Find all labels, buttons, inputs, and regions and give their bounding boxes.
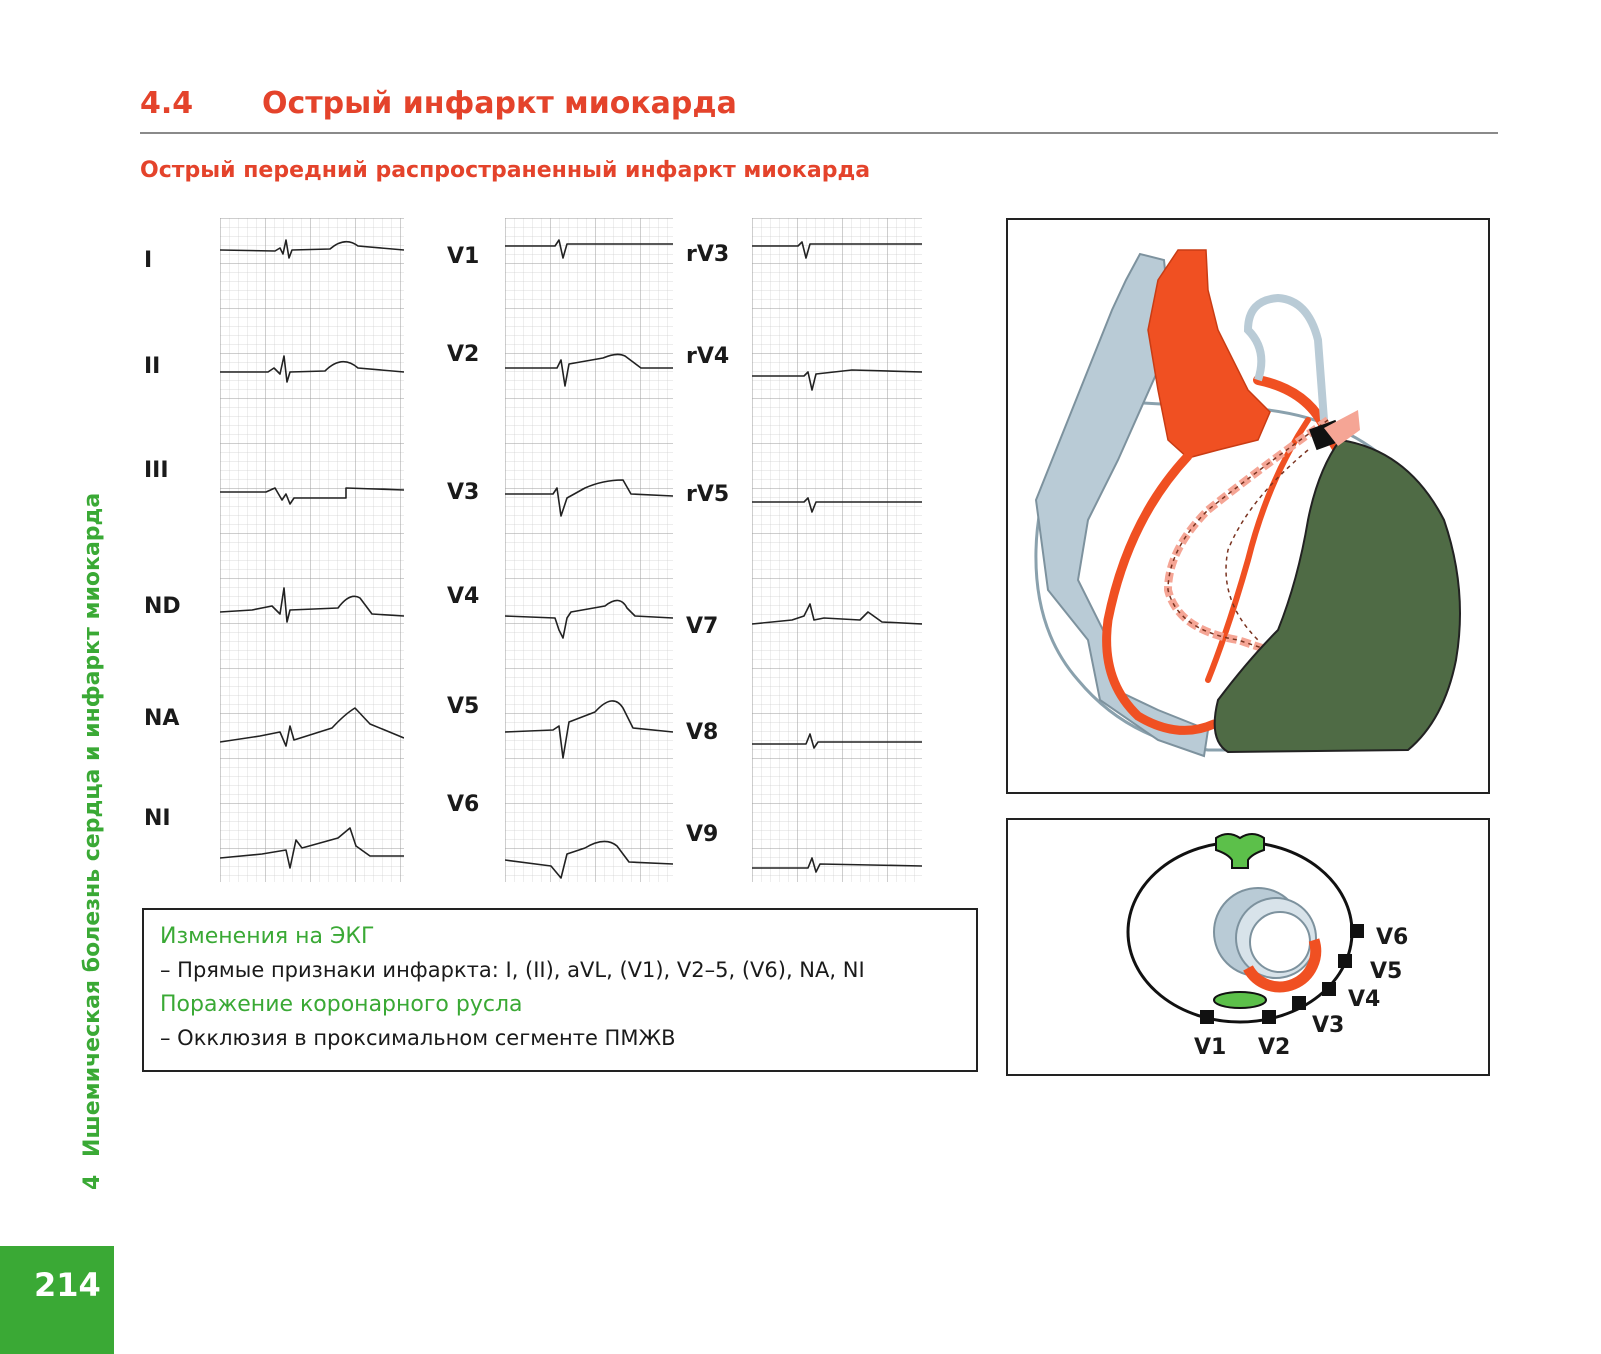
- coronary-heading: Поражение коронарного русла: [160, 992, 523, 1017]
- section-title: Острый инфаркт миокарда: [262, 86, 737, 121]
- lead-label-V3: V3: [447, 480, 480, 505]
- lead-label-V8: V8: [686, 720, 719, 745]
- electrode-label-V5: V5: [1370, 959, 1402, 984]
- lead-label-V1: V1: [447, 244, 480, 269]
- ecg-changes-heading: Изменения на ЭКГ: [160, 924, 375, 949]
- electrode-label-V4: V4: [1348, 987, 1380, 1012]
- chapter-title: Ишемическая болезнь сердца и инфаркт мио…: [80, 492, 105, 1158]
- electrode-label-V2: V2: [1258, 1035, 1290, 1060]
- heart-diagram-frame: [1006, 218, 1490, 794]
- page-number: 214: [34, 1266, 101, 1304]
- ecg-strip-limb-leads: [220, 218, 404, 882]
- lead-label-ND: ND: [144, 594, 181, 619]
- lead-label-NA: NA: [144, 706, 180, 731]
- page-number-badge: 214: [0, 1246, 114, 1354]
- info-box: Изменения на ЭКГ – Прямые признаки инфар…: [142, 908, 978, 1072]
- lead-label-V5: V5: [447, 694, 480, 719]
- electrode-label-V1: V1: [1194, 1035, 1226, 1060]
- ecg-changes-text: – Прямые признаки инфаркта: I, (II), aVL…: [160, 958, 865, 982]
- ecg-strip-chest-leads: [505, 218, 673, 882]
- chapter-number: 4: [80, 1174, 105, 1190]
- lead-label-III: III: [144, 458, 169, 483]
- electrode-label-V3: V3: [1312, 1013, 1344, 1038]
- lead-label-II: II: [144, 354, 161, 379]
- section-number: 4.4: [140, 86, 194, 121]
- chest-cross-section-frame: V1 V2 V3 V4 V5 V6: [1006, 818, 1490, 1076]
- lead-label-V7: V7: [686, 614, 719, 639]
- lead-label-V9: V9: [686, 822, 719, 847]
- header-rule: [140, 132, 1498, 134]
- lead-label-NI: NI: [144, 806, 171, 831]
- heart-diagram: [1034, 249, 1461, 758]
- lead-label-V2: V2: [447, 342, 480, 367]
- page-subtitle: Острый передний распространенный инфаркт…: [140, 158, 871, 183]
- lead-label-rV4: rV4: [686, 344, 730, 369]
- lead-label-V4: V4: [447, 584, 480, 609]
- chest-cross-section: V1 V2 V3 V4 V5 V6: [1126, 833, 1408, 1060]
- electrode-label-V6: V6: [1376, 925, 1408, 950]
- lead-label-rV5: rV5: [686, 482, 730, 507]
- lead-label-I: I: [144, 248, 153, 273]
- coronary-text: – Окклюзия в проксимальном сегменте ПМЖВ: [160, 1026, 676, 1050]
- chapter-sidebar: 4 Ишемическая болезнь сердца и инфаркт м…: [80, 493, 105, 1190]
- ecg-strip-right-posterior-leads: [752, 218, 922, 882]
- lead-label-V6: V6: [447, 792, 480, 817]
- lead-label-rV3: rV3: [686, 242, 730, 267]
